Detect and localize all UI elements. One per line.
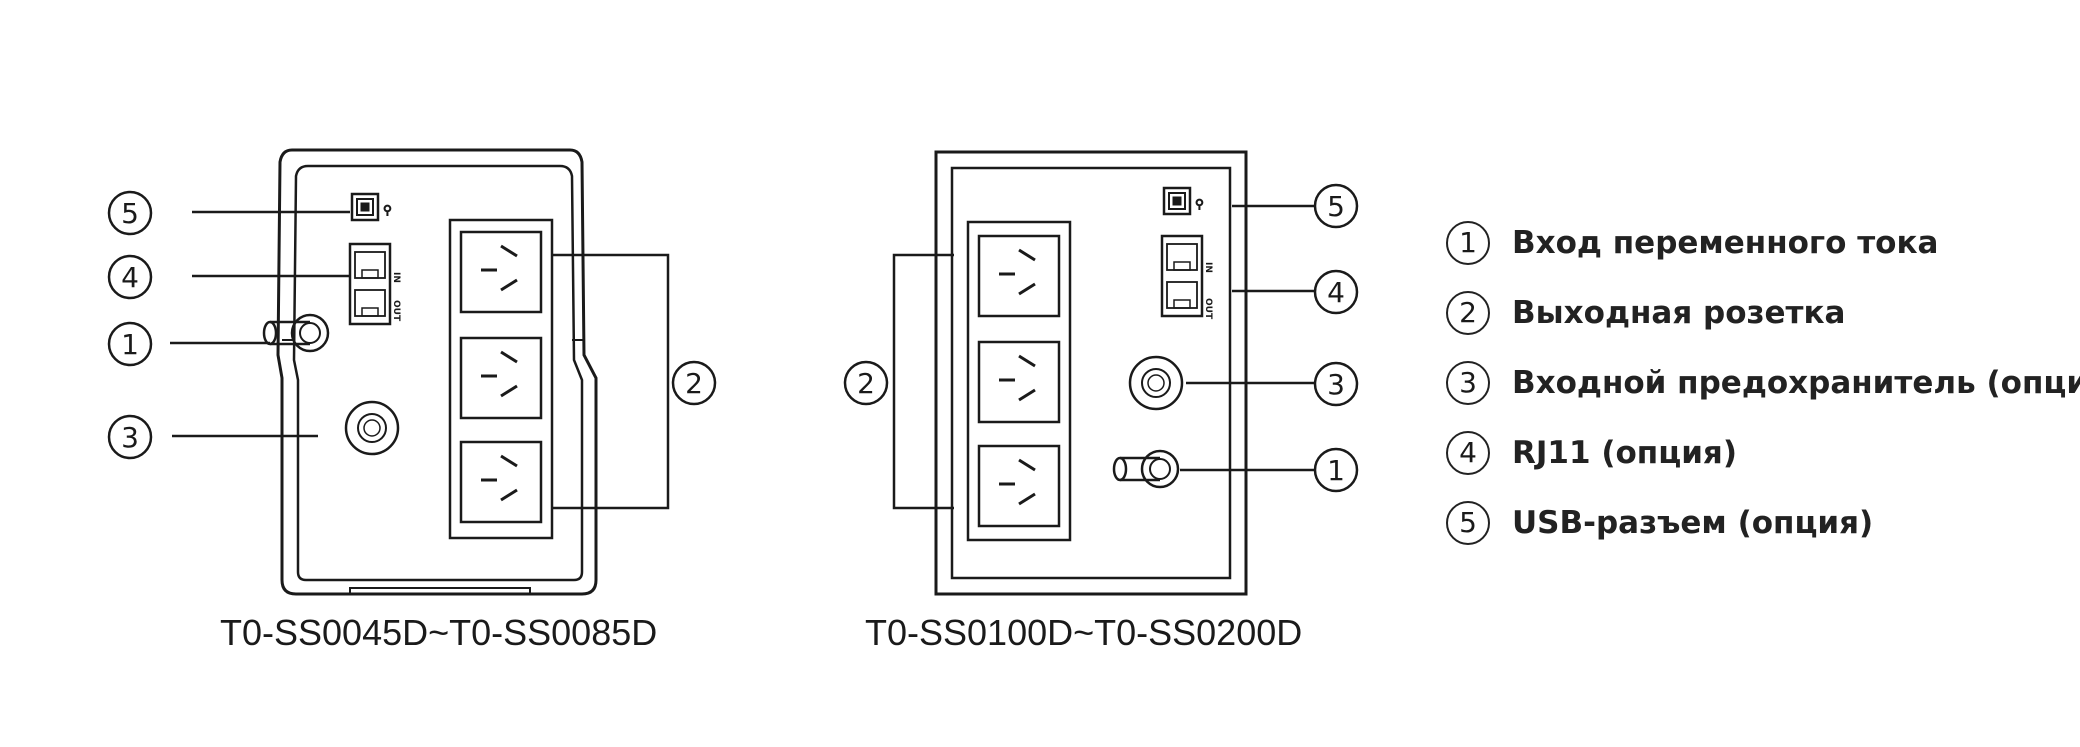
svg-text:5: 5: [121, 197, 139, 230]
output-socket-icon: [977, 340, 1061, 424]
legend-number: 4: [1446, 431, 1490, 475]
legend-item: 4 RJ11 (опция): [1446, 418, 2080, 488]
bracket-line: [892, 253, 954, 510]
legend-number: 2: [1446, 291, 1490, 335]
svg-text:1: 1: [121, 328, 139, 361]
callout-1-right: 1: [1313, 447, 1359, 493]
ac-input-connector-icon: [262, 313, 330, 353]
fuse-holder-icon: [1128, 355, 1184, 411]
fuse-holder-icon: [344, 400, 400, 456]
callout-2-left: 2: [671, 360, 717, 406]
rj11-port-icon: [1160, 234, 1204, 318]
output-socket-icon: [459, 230, 543, 314]
output-socket-icon: [977, 234, 1061, 318]
ac-input-connector-icon: [1112, 449, 1180, 489]
output-socket-icon: [459, 440, 543, 524]
left-ups-unit: IN OUT: [170, 148, 670, 596]
callout-2-right: 2: [843, 360, 889, 406]
legend-number: 1: [1446, 221, 1490, 265]
legend-item: 5 USB-разъем (опция): [1446, 488, 2080, 558]
left-socket-bay: [448, 218, 554, 540]
right-socket-bay: [966, 220, 1072, 542]
svg-text:2: 2: [857, 367, 875, 400]
callout-4-left: 4: [107, 254, 153, 300]
bracket-line: [552, 253, 670, 510]
legend-item: 2 Выходная розетка: [1446, 278, 2080, 348]
legend-number: 3: [1446, 361, 1490, 405]
legend-item: 1 Вход переменного тока: [1446, 208, 2080, 278]
usb-port-icon: [350, 192, 394, 222]
usb-port-icon: [1162, 186, 1206, 216]
rj11-out-label: OUT: [1203, 298, 1213, 320]
right-ups-inner-panel: [950, 166, 1232, 580]
left-ups-inner-panel: [292, 164, 584, 582]
output-socket-icon: [977, 444, 1061, 528]
svg-text:4: 4: [1327, 276, 1345, 309]
left-callouts: 5 4 1 3 2: [107, 190, 717, 460]
svg-text:5: 5: [1327, 190, 1345, 223]
legend-number: 5: [1446, 501, 1490, 545]
legend-label: Выходная розетка: [1512, 295, 1846, 331]
left-feet-strip: [349, 587, 531, 595]
rj11-out-label: OUT: [391, 300, 401, 322]
callout-3-right: 3: [1313, 361, 1359, 407]
right-callouts: 5 4 3 1 2: [843, 183, 1359, 493]
callout-5-left: 5: [107, 190, 153, 236]
svg-text:3: 3: [121, 421, 139, 454]
legend: 1 Вход переменного тока 2 Выходная розет…: [1446, 208, 2080, 558]
rj11-port-icon: [348, 242, 392, 326]
legend-label: Вход переменного тока: [1512, 225, 1939, 261]
callout-4-right: 4: [1313, 269, 1359, 315]
output-socket-icon: [459, 336, 543, 420]
rj11-in-label: IN: [1203, 262, 1213, 273]
callout-5-right: 5: [1313, 183, 1359, 229]
right-ups-unit: IN OUT: [892, 150, 1314, 596]
svg-text:3: 3: [1327, 368, 1345, 401]
legend-label: RJ11 (опция): [1512, 435, 1737, 471]
svg-text:4: 4: [121, 261, 139, 294]
left-ups-outer-shell: [276, 148, 598, 596]
legend-label: Входной предохранитель (опция): [1512, 365, 2080, 401]
rj11-in-label: IN: [391, 272, 401, 283]
svg-text:1: 1: [1327, 454, 1345, 487]
legend-label: USB-разъем (опция): [1512, 505, 1874, 541]
left-model-caption: T0-SS0045D~T0-SS0085D: [220, 612, 658, 653]
legend-item: 3 Входной предохранитель (опция): [1446, 348, 2080, 418]
right-model-caption: T0-SS0100D~T0-SS0200D: [865, 612, 1303, 653]
callout-1-left: 1: [107, 321, 153, 367]
callout-3-left: 3: [107, 414, 153, 460]
svg-text:2: 2: [685, 367, 703, 400]
right-ups-outer-shell: [934, 150, 1248, 596]
